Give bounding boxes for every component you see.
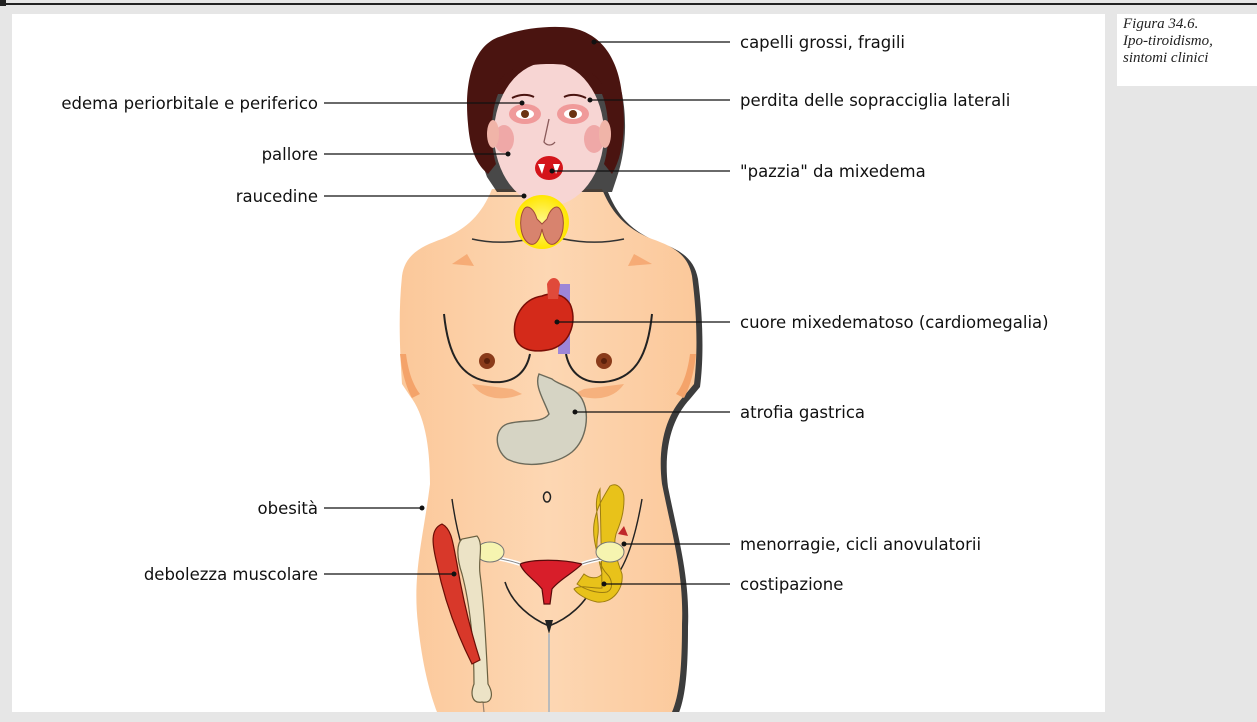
label-edema: edema periorbitale e periferico	[61, 94, 318, 113]
label-raucedine: raucedine	[236, 187, 318, 206]
label-pallore: pallore	[262, 145, 318, 164]
caption-box: Figura 34.6. Ipo-tiroidismo, sintomi cli…	[1117, 14, 1257, 86]
label-capelli: capelli grossi, fragili	[740, 33, 905, 52]
top-rule	[0, 3, 1257, 5]
caption-line-2: Ipo-tiroidismo,	[1123, 33, 1255, 50]
caption-line-1: Figura 34.6.	[1123, 16, 1255, 33]
label-obesita: obesità	[258, 499, 318, 518]
label-debolezza: debolezza muscolare	[144, 565, 318, 584]
label-pazzia: "pazzia" da mixedema	[740, 162, 926, 181]
figure-panel: edema periorbitale e periferico pallore …	[12, 14, 1105, 712]
label-costipazione: costipazione	[740, 575, 843, 594]
label-menorragie: menorragie, cicli anovulatorii	[740, 535, 981, 554]
label-cuore: cuore mixedematoso (cardiomegalia)	[740, 313, 1049, 332]
label-atrofia: atrofia gastrica	[740, 403, 865, 422]
corner-mark	[0, 0, 6, 6]
head	[467, 27, 625, 206]
hypothyroidism-diagram: edema periorbitale e periferico pallore …	[12, 14, 1105, 712]
thyroid	[515, 195, 569, 249]
caption-line-3: sintomi clinici	[1123, 50, 1255, 67]
label-sopracciglia: perdita delle sopracciglia laterali	[740, 91, 1010, 110]
figure-caption: Figura 34.6. Ipo-tiroidismo, sintomi cli…	[1123, 16, 1255, 67]
